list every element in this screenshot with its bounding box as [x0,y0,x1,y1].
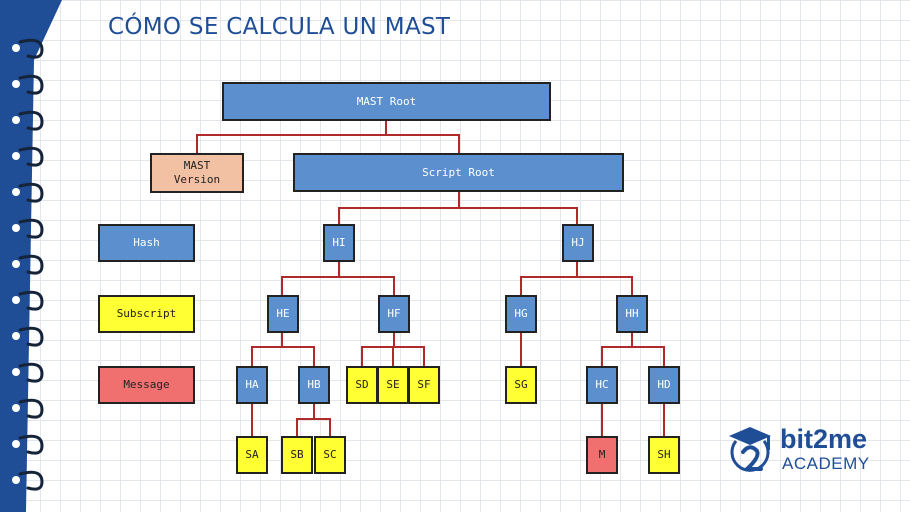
connector [296,418,298,436]
graduation-cap-icon [729,427,771,472]
connector [196,134,198,153]
legend-subscript: Subscript [98,295,195,333]
connector [576,207,578,224]
bit2me-academy-logo: bit2me ACADEMY [722,422,892,484]
connector [361,346,363,366]
connector [281,333,283,348]
logo-name: bit2me [780,424,868,454]
page-title: CÓMO SE CALCULA UN MAST [108,14,451,40]
connector [251,346,315,348]
connector [601,403,603,436]
node-hf: HF [378,295,410,333]
node-hh: HH [616,295,648,333]
connector [385,120,387,135]
connector [631,333,633,348]
node-sf: SF [408,366,440,404]
connector [520,333,522,366]
connector [663,403,665,436]
node-mast-version: MAST Version [150,153,244,193]
connector [631,276,633,295]
node-sg: SG [505,366,537,404]
node-script-root: Script Root [293,153,624,192]
connector [601,346,603,366]
node-se: SE [377,366,409,404]
node-sd: SD [346,366,378,404]
connector [423,346,425,366]
connector [313,346,315,366]
node-hi: HI [323,224,355,262]
connector [296,418,331,420]
connector [329,418,331,436]
node-hb: HB [298,366,330,404]
notebook-spine [0,0,62,512]
node-m: M [586,436,618,474]
node-ha: HA [236,366,268,404]
connector [393,333,395,348]
node-sb: SB [281,436,313,474]
connector [338,207,578,209]
connector [338,207,340,224]
node-hj: HJ [562,224,594,262]
connector [601,346,665,348]
node-he: HE [267,295,299,333]
connector [393,276,395,295]
node-mast-root: MAST Root [222,82,551,121]
connector [196,134,460,136]
connector [520,276,522,295]
connector [338,262,340,278]
connector [281,276,395,278]
node-sc: SC [314,436,346,474]
node-hg: HG [505,295,537,333]
connector [458,134,460,153]
legend-hash: Hash [98,224,195,262]
legend-message: Message [98,366,195,404]
connector [251,403,253,436]
node-sh: SH [648,436,680,474]
node-hc: HC [586,366,618,404]
connector [520,276,633,278]
connector [576,262,578,278]
connector [458,190,460,209]
logo-subtitle: ACADEMY [782,454,870,473]
node-sa: SA [236,436,268,474]
connector [313,403,315,420]
connector [251,346,253,366]
connector [663,346,665,366]
node-hd: HD [648,366,680,404]
connector [392,346,394,366]
connector [281,276,283,295]
